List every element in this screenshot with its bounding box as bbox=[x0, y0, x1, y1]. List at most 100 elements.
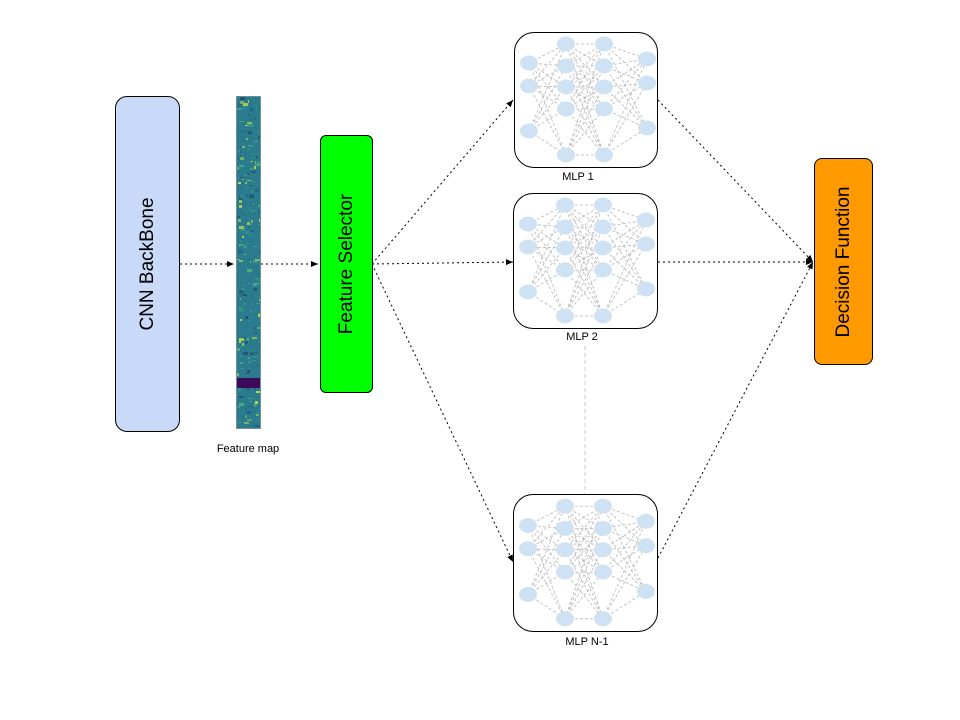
mlp-connection bbox=[603, 82, 648, 156]
feature-map-cell bbox=[247, 127, 248, 129]
feature-map-cell bbox=[250, 210, 255, 212]
feature-map-cell bbox=[254, 211, 258, 213]
mlp-connection bbox=[602, 226, 647, 290]
feature-map-cell bbox=[240, 97, 245, 100]
mlp-neuron bbox=[519, 239, 537, 255]
mlp-connection bbox=[565, 65, 605, 156]
feature-map-cell bbox=[244, 422, 249, 424]
mlp-neuron bbox=[637, 538, 655, 554]
mlp-connection bbox=[602, 505, 647, 592]
mlp-connection bbox=[528, 43, 567, 87]
feature-map-cell bbox=[250, 352, 254, 355]
mlp-1-network bbox=[520, 36, 656, 163]
feature-map-cell bbox=[239, 307, 243, 310]
feature-map-cell bbox=[238, 219, 241, 222]
feature-map-cell bbox=[259, 219, 260, 222]
feature-map-cell bbox=[237, 210, 238, 212]
mlp-neuron bbox=[520, 123, 538, 139]
feature-map-cell bbox=[258, 136, 260, 139]
arrow-selector-to-mlp1 bbox=[371, 99, 514, 265]
feature-map-cell bbox=[249, 349, 253, 351]
feature-map-cell bbox=[244, 254, 246, 255]
feature-map-cell bbox=[255, 161, 256, 164]
feature-map-cell bbox=[245, 182, 247, 184]
feature-map-cell bbox=[239, 165, 243, 167]
feature-map-cell bbox=[255, 259, 260, 261]
feature-map-cell bbox=[240, 156, 241, 157]
feature-map-cell bbox=[240, 298, 241, 300]
feature-selector-label: Feature Selector bbox=[335, 193, 357, 335]
mlp-connection bbox=[527, 247, 566, 293]
mlp-connection bbox=[602, 219, 647, 317]
mlp-connection bbox=[602, 528, 647, 592]
feature-map-cell bbox=[245, 267, 247, 268]
mlp-neuron bbox=[519, 216, 537, 232]
feature-map-cell bbox=[245, 373, 248, 374]
feature-map-cell bbox=[248, 289, 253, 291]
feature-map-cell bbox=[248, 320, 250, 322]
feature-map-cell bbox=[238, 133, 239, 134]
mlp-connection bbox=[528, 65, 567, 132]
feature-map-cell bbox=[242, 294, 247, 296]
feature-map-cell bbox=[239, 205, 242, 208]
mlp-neuron bbox=[556, 308, 574, 324]
feature-map-strip bbox=[236, 96, 261, 429]
mlp-connection bbox=[565, 43, 605, 156]
feature-map-cell bbox=[248, 398, 253, 399]
feature-map-cell bbox=[242, 179, 244, 180]
feature-map-cell bbox=[258, 314, 260, 317]
feature-map-cell bbox=[255, 401, 258, 404]
feature-map-cell bbox=[250, 261, 251, 263]
feature-map-cell bbox=[259, 149, 260, 150]
feature-map-cell bbox=[254, 213, 256, 214]
feature-map-cell bbox=[245, 415, 247, 418]
cnn-backbone-block: CNN BackBone bbox=[115, 96, 180, 432]
mlp-neuron bbox=[557, 147, 575, 163]
feature-map-cell bbox=[252, 153, 254, 155]
feature-map-cell bbox=[240, 146, 242, 147]
feature-map-cell bbox=[240, 151, 241, 153]
feature-map-cell bbox=[254, 404, 257, 407]
feature-map-cell bbox=[255, 332, 257, 334]
feature-map-cell bbox=[259, 394, 260, 395]
mlp-neuron bbox=[556, 611, 574, 627]
feature-map-cell bbox=[252, 295, 253, 298]
feature-map-cell bbox=[243, 165, 244, 168]
feature-map-cell bbox=[250, 146, 253, 147]
feature-map-cell bbox=[239, 245, 241, 246]
feature-map-cell bbox=[255, 352, 257, 354]
mlp-connection bbox=[603, 43, 648, 129]
feature-map-cell bbox=[242, 236, 244, 238]
feature-map-cell bbox=[239, 309, 244, 312]
mlp-connection bbox=[564, 226, 604, 317]
feature-map-cell bbox=[259, 156, 260, 157]
mlp-connection bbox=[565, 43, 605, 110]
mlp-connection bbox=[603, 58, 648, 110]
mlp-neuron bbox=[520, 78, 538, 94]
feature-map-cell bbox=[239, 396, 243, 398]
feature-map-cell bbox=[259, 362, 260, 363]
feature-map-cell bbox=[239, 291, 244, 293]
feature-map-cell bbox=[247, 411, 251, 414]
mlp-neuron bbox=[637, 236, 655, 252]
feature-map-cell bbox=[246, 138, 248, 140]
feature-map-cell bbox=[248, 124, 253, 127]
feature-map-cell bbox=[256, 365, 257, 366]
mlp-neuron bbox=[519, 517, 537, 533]
mlp-connection bbox=[602, 219, 647, 271]
feature-map-cell bbox=[238, 250, 243, 253]
mlp-neuron bbox=[638, 120, 656, 136]
mlp-connection bbox=[564, 549, 604, 619]
feature-map-cell bbox=[251, 409, 252, 411]
mlp-neuron bbox=[557, 36, 575, 52]
feature-map-cell bbox=[253, 203, 254, 205]
mlp-1-caption: MLP 1 bbox=[562, 171, 594, 183]
mlp-connection bbox=[527, 506, 566, 595]
mlp-connection bbox=[528, 86, 567, 132]
feature-map-cell bbox=[240, 362, 243, 364]
feature-map-cell bbox=[240, 319, 242, 321]
feature-map-cell bbox=[239, 214, 240, 215]
mlp-1-block bbox=[514, 32, 658, 168]
feature-map-cell bbox=[244, 106, 245, 109]
